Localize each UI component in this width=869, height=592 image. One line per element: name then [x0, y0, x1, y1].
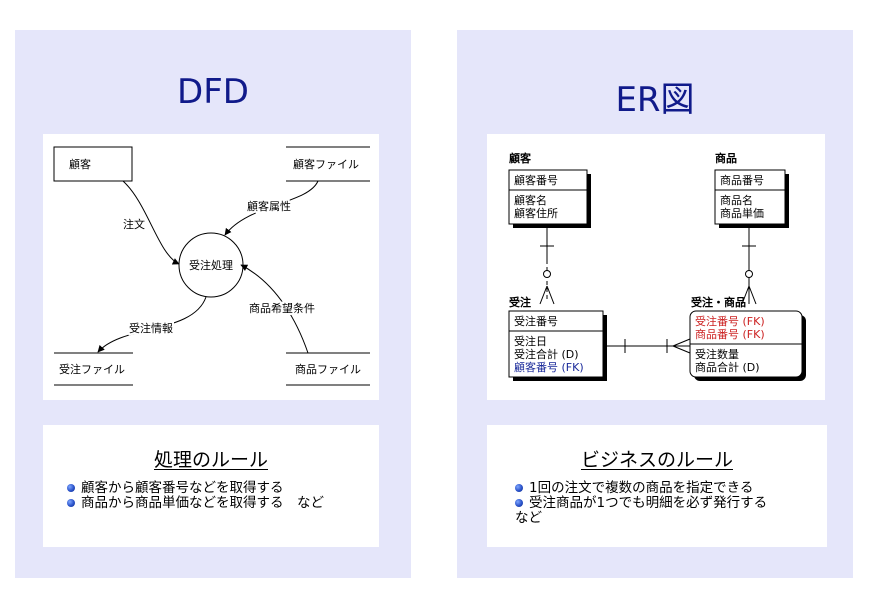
- er-order-attr2: 受注合計 (D): [514, 347, 579, 361]
- er-order-attr3-fk: 顧客番号 (FK): [514, 360, 584, 374]
- er-order-name: 受注: [509, 295, 531, 309]
- er-rule-box: ビジネスのルール 1回の注文で複数の商品を指定できる 受注商品が1つでも明細を必…: [487, 425, 827, 547]
- dfd-flow-order-label: 注文: [123, 217, 145, 231]
- er-rule-title: ビジネスのルール: [580, 449, 733, 471]
- dfd-order-file-store: [54, 352, 133, 386]
- dfd-product-file-store: [286, 352, 370, 386]
- er-rule-list: 1回の注文で複数の商品を指定できる 受注商品が1つでも明細を必ず発行する など: [515, 481, 821, 526]
- er-order-attr1: 受注日: [514, 334, 547, 348]
- dfd-rule-title: 処理のルール: [153, 449, 268, 471]
- bullet-icon: [515, 499, 523, 507]
- er-order-entity: [508, 310, 604, 378]
- dfd-diagram: 顧客 顧客ファイル 受注処理 受注ファイル 商品ファイル: [43, 134, 379, 400]
- dfd-rule-list: 顧客から顧客番号などを取得する 商品から商品単価などを取得する など: [67, 481, 373, 511]
- dfd-process-label: 受注処理: [189, 258, 233, 272]
- list-item: 受注商品が1つでも明細を必ず発行する: [515, 496, 821, 511]
- dfd-title: DFD: [177, 72, 249, 112]
- dfd-flow-customer-attr-label: 顧客属性: [247, 199, 291, 213]
- er-order-product-key1-fk: 受注番号 (FK): [695, 314, 765, 328]
- er-product-name: 商品: [715, 151, 737, 165]
- er-product-entity: [714, 169, 786, 225]
- er-customer-attr1: 顧客名: [514, 193, 547, 207]
- dfd-customer-file-label: 顧客ファイル: [293, 157, 359, 171]
- dfd-customer-entity: [53, 146, 133, 182]
- dfd-rule-box: 処理のルール 顧客から顧客番号などを取得する 商品から商品単価などを取得する な…: [43, 425, 379, 547]
- dfd-order-file-label: 受注ファイル: [59, 362, 125, 376]
- er-diagram: 顧客 顧客番号 顧客名 顧客住所 商品 商品番号 商品名 商品単価 受注 受注番…: [487, 134, 825, 400]
- list-item: など: [515, 510, 542, 526]
- er-order-product-attr1: 受注数量: [695, 347, 739, 361]
- dfd-flow-order-arrow: [122, 180, 180, 265]
- er-customer-attr2: 顧客住所: [514, 206, 558, 220]
- er-panel: ER図 顧客 顧客番号 顧客名 顧客住所 商品 商品番号 商品名 商品単価 受注…: [457, 30, 853, 578]
- dfd-flow-order-info-arrow: [97, 296, 207, 353]
- er-product-key: 商品番号: [720, 173, 764, 187]
- dfd-flow-product-cond-label: 商品希望条件: [249, 301, 315, 315]
- er-order-product-key2-fk: 商品番号 (FK): [695, 327, 765, 341]
- er-order-product-attr2: 商品合計 (D): [695, 360, 760, 374]
- list-item: 顧客から顧客番号などを取得する: [67, 481, 373, 496]
- er-customer-entity: [508, 169, 588, 225]
- list-item: 1回の注文で複数の商品を指定できる: [515, 481, 821, 496]
- er-order-key: 受注番号: [514, 314, 558, 328]
- er-customer-key: 顧客番号: [514, 173, 558, 187]
- er-rel-customer-order: [539, 228, 555, 305]
- dfd-customer-file-store: [286, 146, 370, 182]
- dfd-flow-customer-attr-arrow: [224, 180, 319, 236]
- dfd-flow-product-cond-arrow: [240, 264, 309, 354]
- dfd-product-file-label: 商品ファイル: [295, 362, 361, 376]
- bullet-icon: [515, 484, 523, 492]
- bullet-icon: [67, 484, 75, 492]
- er-title: ER図: [615, 80, 695, 120]
- er-product-attr2: 商品単価: [720, 206, 764, 220]
- dfd-customer-label: 顧客: [69, 157, 91, 171]
- dfd-flow-order-info-label: 受注情報: [129, 321, 173, 335]
- er-order-product-name: 受注・商品: [691, 295, 746, 309]
- er-customer-name: 顧客: [509, 151, 532, 165]
- dfd-panel: DFD 顧客 顧客ファイル 受注処理: [15, 30, 411, 578]
- er-product-attr1: 商品名: [720, 193, 753, 207]
- list-item: 商品から商品単価などを取得する など: [67, 496, 373, 511]
- er-rel-product-orderproduct: [741, 228, 757, 305]
- bullet-icon: [67, 499, 75, 507]
- er-rel-order-orderproduct: [603, 338, 691, 354]
